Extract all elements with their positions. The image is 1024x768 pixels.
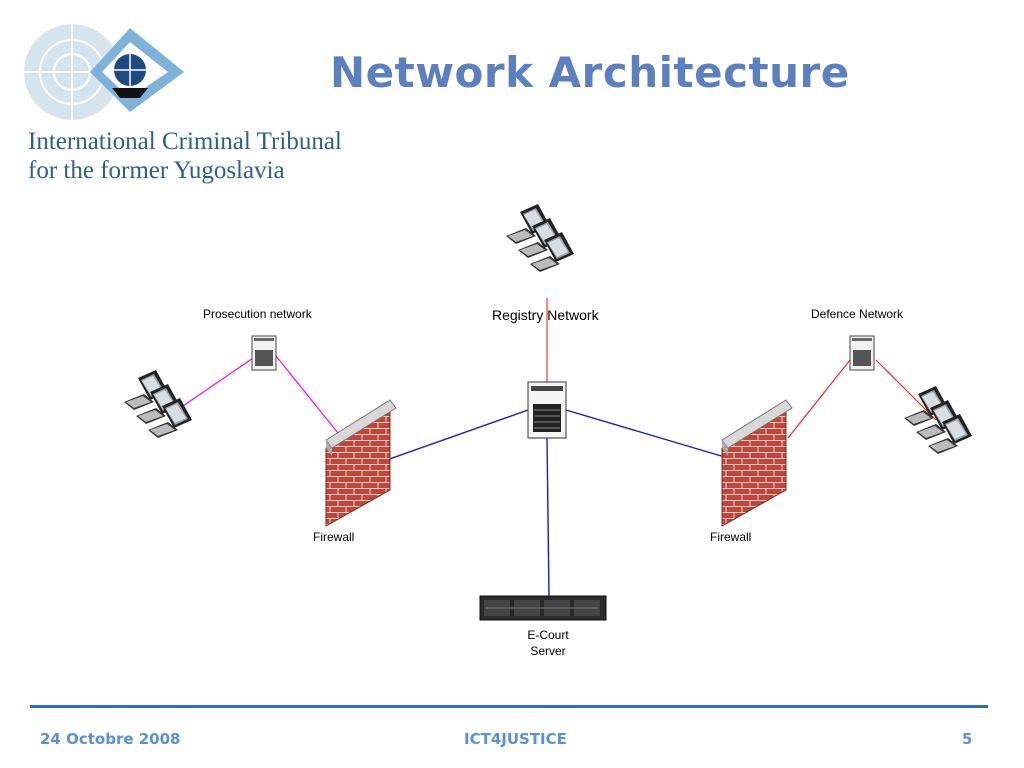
label-defence-network: Defence Network — [811, 307, 904, 321]
footer-date: 24 Octobre 2008 — [40, 730, 181, 748]
link-defence-pcs — [875, 359, 937, 421]
organization-name-line1: International Criminal Tribunal — [28, 128, 342, 155]
link-core-ecourt — [546, 437, 550, 597]
defence-workstations-icon — [904, 386, 972, 454]
footer-divider — [30, 705, 988, 708]
footer-page-number: 5 — [962, 730, 973, 748]
label-ecourt-line1: E-Court — [527, 628, 569, 642]
link-defence-firewall — [787, 359, 851, 439]
label-prosecution-network: Prosecution network — [203, 307, 312, 321]
page-title: Network Architecture — [330, 48, 850, 97]
link-core-left-firewall — [363, 409, 529, 469]
un-emblem-logo — [24, 24, 184, 120]
link-core-right-firewall — [565, 409, 729, 459]
firewall-right-icon — [721, 399, 793, 527]
link-prosecution-pcs — [179, 351, 263, 409]
ecourt-server-icon — [479, 595, 607, 621]
footer-event: ICT4JUSTICE — [464, 730, 567, 748]
link-prosecution-firewall — [275, 355, 343, 439]
label-firewall-right: Firewall — [710, 530, 752, 544]
label-ecourt-line2: Server — [530, 644, 566, 658]
defence-server-icon — [849, 335, 875, 371]
label-firewall-left: Firewall — [313, 530, 355, 544]
firewall-left-icon — [325, 399, 397, 527]
network-links — [179, 298, 937, 597]
prosecution-workstations-icon — [124, 370, 192, 438]
prosecution-server-icon — [251, 335, 277, 371]
registry-server-icon — [527, 381, 567, 439]
label-registry-network: Registry Network — [492, 307, 599, 323]
registry-workstations-icon — [506, 204, 574, 272]
organization-name-line2: for the former Yugoslavia — [28, 157, 285, 184]
